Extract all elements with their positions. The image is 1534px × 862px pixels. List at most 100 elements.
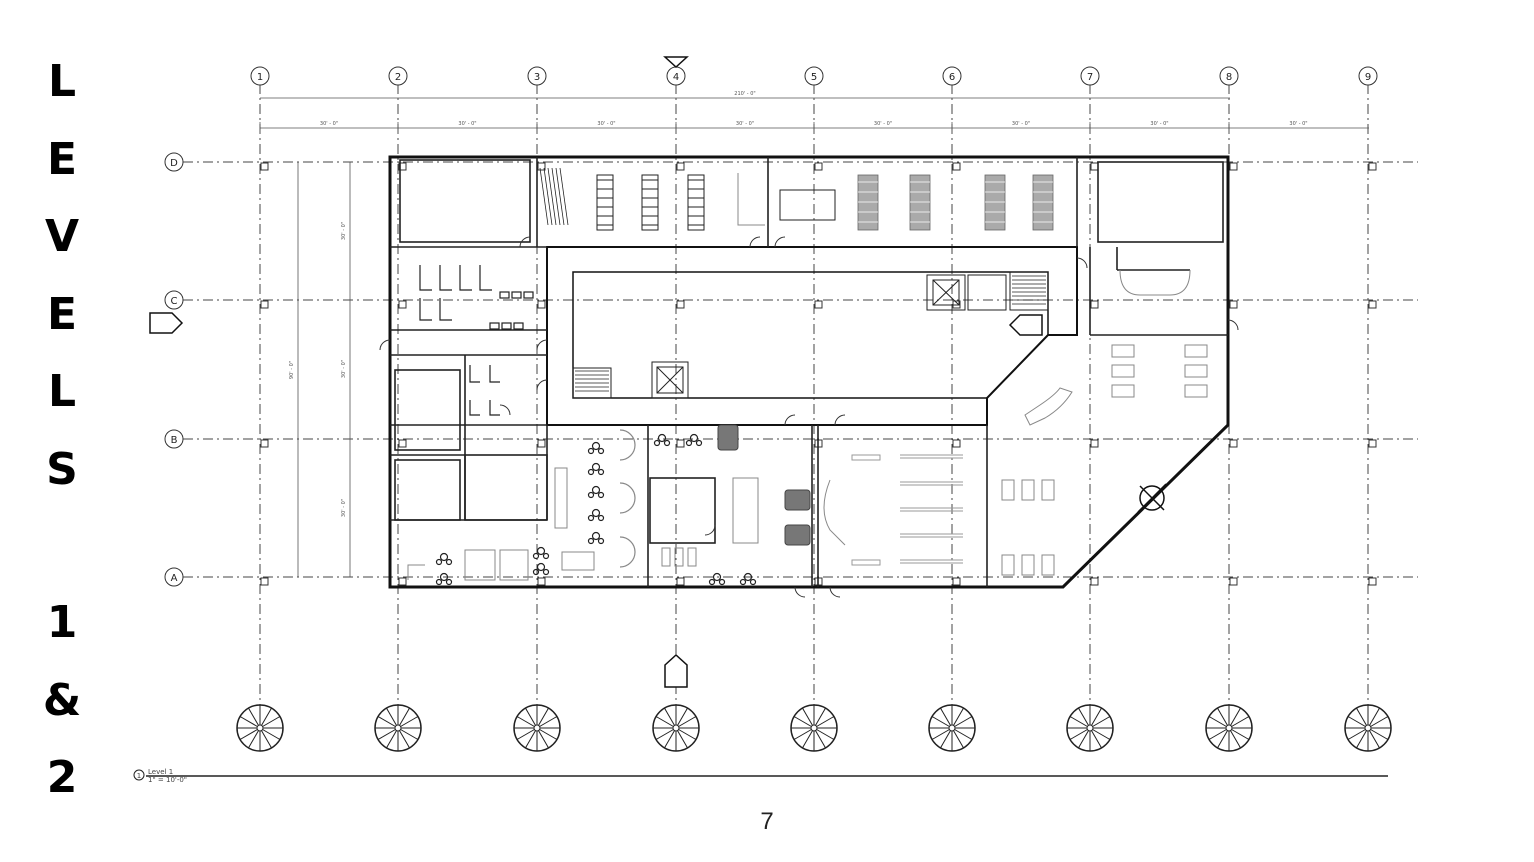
chair: [536, 562, 546, 572]
stair-tread: [555, 167, 565, 226]
column-bubble: [250, 66, 270, 86]
tree-branch: [1217, 707, 1230, 729]
tree-branch: [931, 727, 953, 740]
bay-dimension: 30' - 0": [1289, 121, 1307, 127]
row-dimension: 30' - 0": [341, 360, 347, 378]
tree-branch: [951, 727, 973, 740]
column-marker: [1229, 439, 1238, 448]
tree-branch: [951, 716, 973, 729]
toilet-stall: [419, 298, 432, 321]
tree-branch: [377, 727, 399, 740]
column-marker: [1368, 439, 1377, 448]
door-swing: [499, 404, 511, 416]
tree-branch: [675, 707, 688, 729]
chair: [542, 568, 550, 576]
title-letter: E: [46, 133, 78, 185]
tree-trunk: [256, 724, 264, 732]
tree-branch: [813, 727, 835, 740]
tree-branch: [259, 727, 281, 740]
long-table: [596, 174, 614, 231]
tree-trunk: [672, 724, 680, 732]
tree-branch: [675, 727, 697, 740]
toilet-stall: [489, 400, 500, 416]
tree-branch: [802, 727, 815, 749]
tree-branch: [259, 707, 272, 729]
column-bubble-label: 2: [395, 72, 401, 83]
tree-branch: [525, 727, 538, 749]
stair-and-elevator-cores: [572, 189, 1049, 399]
row-bubble: [164, 290, 184, 310]
lab-bench: [857, 174, 879, 231]
toilet-stall: [479, 265, 492, 291]
lounge-chairs: [717, 424, 811, 546]
row-grid-lines: [183, 161, 1418, 578]
row-bubble-label: B: [171, 435, 178, 446]
tree-trunk: [1225, 724, 1233, 732]
column-marker: [398, 162, 407, 171]
tree-branch: [1208, 727, 1230, 740]
chair: [587, 468, 595, 476]
tree-trunk: [1086, 724, 1094, 732]
toilet-stall: [439, 298, 452, 321]
tree-branch: [1078, 707, 1091, 729]
column-marker: [676, 577, 685, 586]
tree-branch: [1367, 727, 1389, 740]
column-bubble-label: 7: [1087, 72, 1093, 83]
door-swing: [704, 524, 716, 536]
chair: [591, 462, 601, 472]
bay-dimension-labels: 30' - 0" 30' - 0" 30' - 0" 30' - 0" 30' - 0"…: [259, 121, 1308, 134]
tree-branch: [259, 716, 281, 729]
bay-dimension: 30' - 0": [1012, 121, 1030, 127]
column-bubble-label: 4: [673, 72, 679, 83]
tree-branch: [931, 716, 953, 729]
chair: [445, 558, 453, 566]
row-bubble-label: A: [171, 573, 178, 584]
door-swing: [784, 414, 796, 426]
row-bubble: [164, 429, 184, 449]
chair: [739, 578, 747, 586]
tree-branch: [1228, 716, 1250, 729]
toilet-stall: [459, 265, 472, 291]
bay-dimension: 30' - 0": [458, 121, 476, 127]
tree-branch: [259, 727, 272, 749]
tree-branch: [1228, 707, 1241, 729]
tree-branch: [1089, 707, 1102, 729]
chair: [439, 552, 449, 562]
tree-branch: [248, 707, 261, 729]
column-marker: [676, 439, 685, 448]
long-table: [641, 174, 659, 231]
column-marker: [260, 300, 269, 309]
tree-branch: [1089, 716, 1111, 729]
title-letter: &: [42, 674, 82, 726]
chair: [532, 568, 540, 576]
chair: [657, 433, 667, 443]
overall-dimension: 210' - 0": [734, 91, 755, 97]
door-swings: [379, 236, 1239, 598]
bay-dimension: 30' - 0": [874, 121, 892, 127]
tree-branch: [940, 727, 953, 749]
tree-branch: [536, 727, 558, 740]
tree-branch: [397, 707, 410, 729]
row-dimension: 30' - 0": [341, 222, 347, 240]
chair: [689, 433, 699, 443]
tree-branch: [239, 716, 261, 729]
view-number: 1: [137, 772, 141, 780]
door-swing: [794, 586, 806, 598]
title-letter: L: [47, 366, 77, 417]
tree-branch: [397, 716, 419, 729]
column-marker: [1368, 162, 1377, 171]
chair: [587, 447, 595, 455]
column-marker: [952, 162, 961, 171]
bay-dimension: 30' - 0": [597, 121, 615, 127]
column-bubble-label: 3: [534, 72, 540, 83]
sink: [511, 291, 522, 299]
title-letter: S: [46, 443, 78, 495]
side-title: L E V E L S 1 & 2: [22, 52, 102, 826]
column-bubble-label: 1: [257, 72, 263, 83]
column-marker: [952, 577, 961, 586]
tree-branch: [1367, 716, 1389, 729]
toilet-stall: [419, 265, 432, 291]
stair-tread: [559, 167, 569, 226]
toilet-stall: [469, 400, 480, 416]
